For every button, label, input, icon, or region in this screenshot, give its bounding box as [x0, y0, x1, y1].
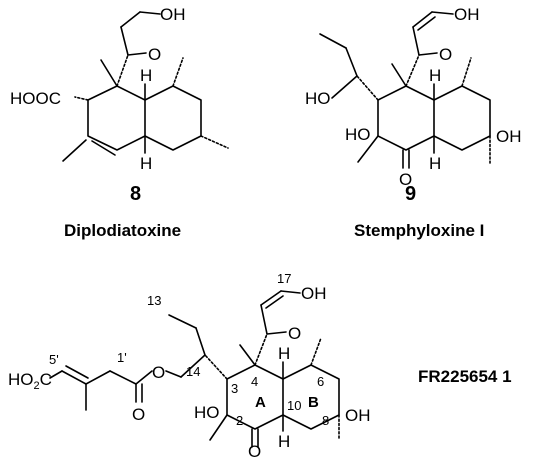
compound-name-and-number: FR225654 1: [418, 367, 512, 386]
ester-carbonyl-oxygen-label: O: [132, 405, 145, 424]
structure-stemphyloxine: OH O H HO HO OH O H 9 Stemphyloxine I: [305, 5, 522, 240]
tertiary-alcohol-label-right: OH: [496, 127, 522, 146]
position-14-label: 14: [186, 364, 200, 379]
enol-hydroxyl-label: OH: [301, 284, 327, 303]
hydroxyl-label: OH: [160, 5, 186, 24]
tertiary-alcohol-label: HO: [345, 125, 371, 144]
structure-diplodiatoxine: OH O H HOOC H 8 Diplodiatoxine: [10, 5, 229, 240]
junction-hydrogen-label-bottom: H: [429, 154, 441, 173]
ring-a-label: A: [255, 394, 266, 411]
position-4-label: 4: [251, 374, 258, 389]
primary-alcohol-label: HO: [305, 89, 331, 108]
compound-number: 9: [405, 183, 416, 205]
carbonyl-oxygen-label: O: [148, 45, 161, 64]
position-2-label: 2: [236, 413, 243, 428]
ring-b-label: B: [308, 394, 319, 411]
position-13-label: 13: [147, 293, 161, 308]
junction-hydrogen-label: H: [278, 344, 290, 363]
compound-number: 8: [130, 183, 141, 205]
compound-name: Diplodiatoxine: [64, 221, 181, 240]
position-8-label: 8: [322, 413, 329, 428]
junction-hydrogen-label: H: [140, 66, 152, 85]
structure-fr225654: OH 17 O H 13 14 O 1' O 5' HO2C 4 3 HO 2 …: [8, 271, 512, 457]
carboxylic-acid-label: HO2C: [8, 370, 52, 392]
position-5prime-label: 5': [49, 352, 59, 367]
junction-hydrogen-label-bottom: H: [140, 154, 152, 173]
junction-hydrogen-label-bottom: H: [278, 432, 290, 451]
position-6-label: 6: [317, 374, 324, 389]
enol-hydroxyl-label: OH: [454, 5, 480, 24]
ester-oxygen-label: O: [152, 363, 165, 382]
carbonyl-oxygen-label: O: [439, 45, 452, 64]
position-1prime-label: 1': [117, 350, 127, 365]
carboxylic-acid-label: HOOC: [10, 89, 61, 108]
tertiary-alcohol-label: HO: [194, 403, 220, 422]
ketone-oxygen-label: O: [248, 442, 261, 457]
compound-name: Stemphyloxine I: [354, 221, 484, 240]
position-10-label: 10: [287, 398, 301, 413]
carbonyl-oxygen-label: O: [288, 324, 301, 343]
ketone-oxygen-label: O: [399, 170, 412, 189]
position-3-label: 3: [231, 381, 238, 396]
position-17-label: 17: [277, 271, 291, 286]
tertiary-alcohol-label-right: OH: [345, 406, 371, 425]
junction-hydrogen-label: H: [429, 66, 441, 85]
